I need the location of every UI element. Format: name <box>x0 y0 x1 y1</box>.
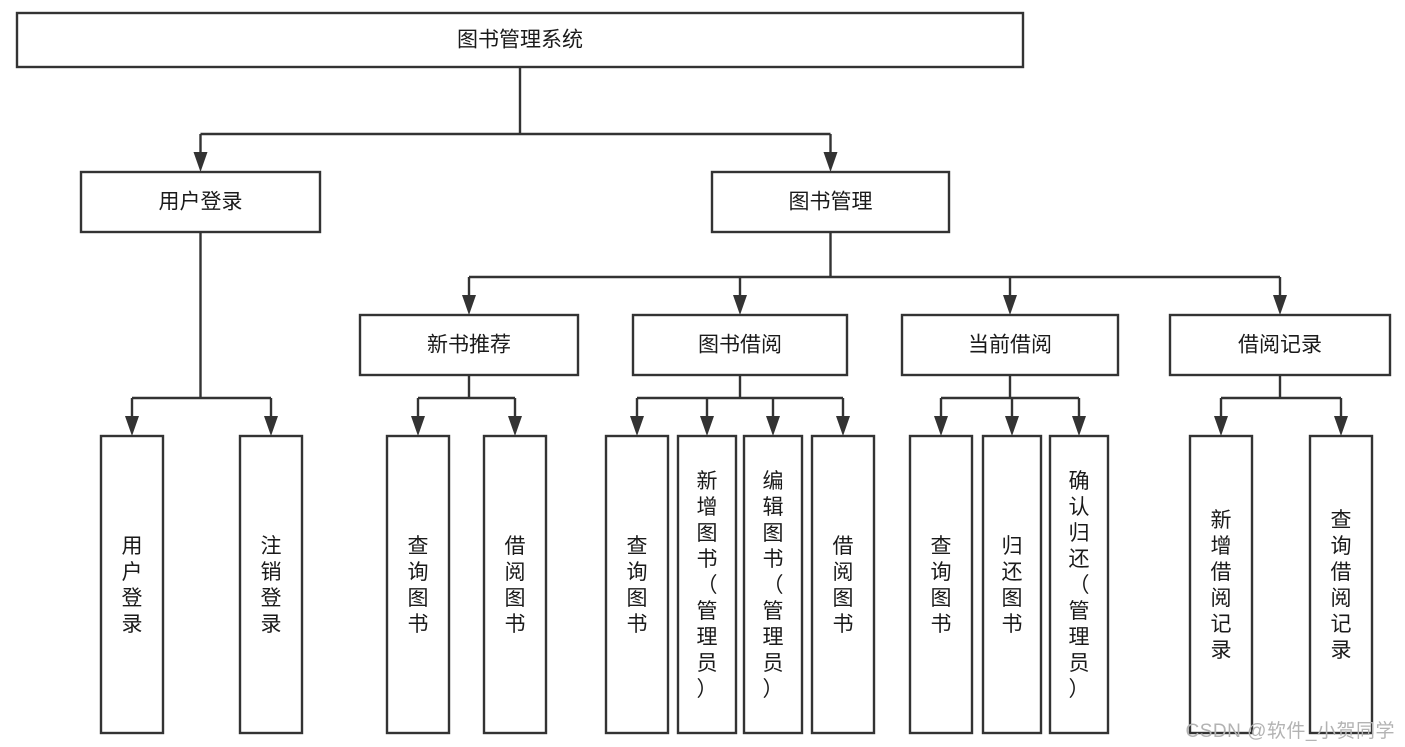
node-leaf-query-book-rec[interactable]: 查询图书 <box>385 434 451 735</box>
arrow-head-leaf-edit-book <box>766 416 780 436</box>
arrow-head-book-borrow <box>733 295 747 315</box>
node-box-leaf-borrow-book <box>810 434 876 735</box>
arrow-head-leaf-query-record <box>1334 416 1348 436</box>
node-leaf-query-book-cur[interactable]: 查询图书 <box>908 434 974 735</box>
node-box-book-manage <box>710 170 951 234</box>
node-label-leaf-confirm-return: 确认归还（管理员） <box>1069 470 1090 701</box>
node-box-leaf-query-book-cur <box>908 434 974 735</box>
node-leaf-logout[interactable]: 注销登录 <box>238 434 304 735</box>
node-label-new-book-rec: 新书推荐 <box>427 334 511 357</box>
node-label-leaf-query-book-cur: 查询图书 <box>931 535 952 636</box>
node-book-manage[interactable]: 图书管理 <box>710 170 951 234</box>
arrow-head-leaf-query-book-cur <box>934 416 948 436</box>
node-label-leaf-borrow-book-rec: 借阅图书 <box>505 535 526 636</box>
arrow-head-leaf-borrow-book-rec <box>508 416 522 436</box>
node-label-borrow-record: 借阅记录 <box>1238 334 1322 357</box>
node-layer: 图书管理系统用户登录图书管理新书推荐图书借阅当前借阅借阅记录用户登录注销登录查询… <box>15 11 1392 735</box>
node-label-leaf-logout: 注销登录 <box>261 535 282 636</box>
node-root[interactable]: 图书管理系统 <box>15 11 1025 69</box>
node-box-leaf-logout <box>238 434 304 735</box>
node-leaf-borrow-book[interactable]: 借阅图书 <box>810 434 876 735</box>
node-label-book-manage: 图书管理 <box>789 191 873 214</box>
node-book-borrow[interactable]: 图书借阅 <box>631 313 849 377</box>
node-label-book-borrow: 图书借阅 <box>698 334 782 357</box>
arrow-head-borrow-record <box>1273 295 1287 315</box>
node-box-leaf-query-book <box>604 434 670 735</box>
node-box-new-book-rec <box>358 313 580 377</box>
node-box-leaf-query-book-rec <box>385 434 451 735</box>
node-new-book-rec[interactable]: 新书推荐 <box>358 313 580 377</box>
arrow-head-new-book-rec <box>462 295 476 315</box>
arrow-head-leaf-logout <box>264 416 278 436</box>
node-leaf-edit-book[interactable]: 编辑图书（管理员） <box>742 434 804 735</box>
node-leaf-user-login[interactable]: 用户登录 <box>99 434 165 735</box>
node-label-leaf-query-book: 查询图书 <box>627 535 648 636</box>
arrow-head-user-login <box>193 152 208 172</box>
node-leaf-add-book[interactable]: 新增图书（管理员） <box>676 434 738 735</box>
node-label-leaf-borrow-book: 借阅图书 <box>833 535 854 636</box>
node-label-leaf-user-login: 用户登录 <box>122 535 143 636</box>
node-label-current-borrow: 当前借阅 <box>968 334 1052 357</box>
node-box-borrow-record <box>1168 313 1392 377</box>
node-box-leaf-confirm-return <box>1048 434 1110 735</box>
node-box-root <box>15 11 1025 69</box>
node-leaf-add-record[interactable]: 新增借阅记录 <box>1188 434 1254 735</box>
node-label-leaf-edit-book: 编辑图书（管理员） <box>763 470 784 701</box>
node-box-leaf-edit-book <box>742 434 804 735</box>
arrow-head-leaf-confirm-return <box>1072 416 1086 436</box>
node-borrow-record[interactable]: 借阅记录 <box>1168 313 1392 377</box>
node-label-user-login: 用户登录 <box>159 191 243 214</box>
connector-layer <box>125 67 1348 436</box>
arrow-head-leaf-add-record <box>1214 416 1228 436</box>
node-label-leaf-add-record: 新增借阅记录 <box>1211 509 1232 662</box>
node-box-user-login <box>79 170 322 234</box>
node-leaf-borrow-book-rec[interactable]: 借阅图书 <box>482 434 548 735</box>
node-label-leaf-query-book-rec: 查询图书 <box>408 535 429 636</box>
arrow-head-leaf-borrow-book <box>836 416 850 436</box>
node-leaf-confirm-return[interactable]: 确认归还（管理员） <box>1048 434 1110 735</box>
node-box-leaf-add-book <box>676 434 738 735</box>
node-box-leaf-add-record <box>1188 434 1254 735</box>
node-box-leaf-query-record <box>1308 434 1374 735</box>
arrow-head-leaf-query-book-rec <box>411 416 425 436</box>
arrow-head-leaf-add-book <box>700 416 714 436</box>
node-leaf-query-book[interactable]: 查询图书 <box>604 434 670 735</box>
node-current-borrow[interactable]: 当前借阅 <box>900 313 1120 377</box>
node-label-leaf-add-book: 新增图书（管理员） <box>697 470 718 701</box>
arrow-head-leaf-user-login <box>125 416 139 436</box>
arrow-head-current-borrow <box>1003 295 1017 315</box>
node-leaf-query-record[interactable]: 查询借阅记录 <box>1308 434 1374 735</box>
node-box-leaf-return-book <box>981 434 1043 735</box>
arrow-head-leaf-return-book <box>1005 416 1019 436</box>
node-user-login[interactable]: 用户登录 <box>79 170 322 234</box>
arrow-head-leaf-query-book <box>630 416 644 436</box>
node-label-leaf-return-book: 归还图书 <box>1002 535 1023 636</box>
node-box-book-borrow <box>631 313 849 377</box>
arrow-head-book-manage <box>823 152 838 172</box>
node-leaf-return-book[interactable]: 归还图书 <box>981 434 1043 735</box>
node-box-current-borrow <box>900 313 1120 377</box>
node-box-leaf-user-login <box>99 434 165 735</box>
node-box-leaf-borrow-book-rec <box>482 434 548 735</box>
node-label-root: 图书管理系统 <box>457 29 583 52</box>
node-label-leaf-query-record: 查询借阅记录 <box>1331 509 1352 662</box>
